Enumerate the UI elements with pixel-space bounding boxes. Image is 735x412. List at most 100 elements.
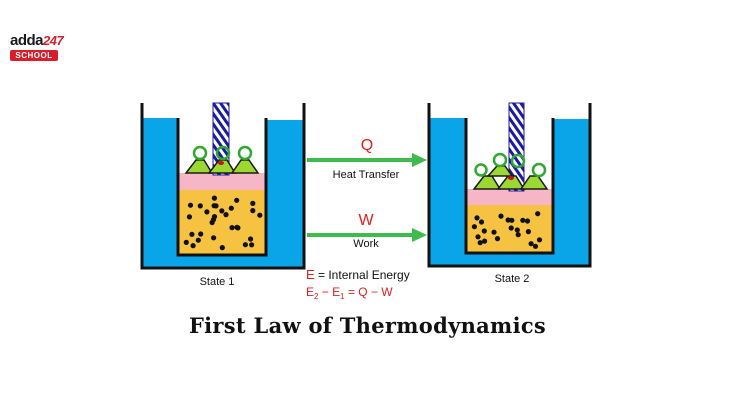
gas-particle bbox=[187, 202, 194, 208]
state2-outer-wall bbox=[427, 103, 592, 268]
gas-particle bbox=[475, 234, 481, 240]
gas-particle bbox=[482, 238, 488, 244]
eq-e1: E bbox=[332, 285, 340, 299]
w-label: W bbox=[358, 212, 374, 229]
gas-particle bbox=[228, 205, 234, 211]
gas-particle bbox=[234, 224, 240, 230]
gas-particle bbox=[204, 209, 210, 215]
gas-particle bbox=[250, 200, 256, 206]
arrowhead bbox=[412, 228, 427, 242]
state1-outer-wall bbox=[140, 103, 306, 270]
gas-particle bbox=[525, 229, 532, 235]
weight bbox=[184, 159, 214, 174]
work-label: Work bbox=[353, 238, 379, 250]
state1-container bbox=[140, 102, 306, 270]
energy-definition: E = Internal Energy bbox=[306, 267, 410, 282]
gas-particle bbox=[248, 236, 254, 242]
arrowhead bbox=[412, 153, 427, 167]
weight bbox=[496, 175, 526, 190]
gas-particle bbox=[195, 237, 201, 243]
gas-particle bbox=[514, 227, 520, 233]
gas-particle bbox=[532, 243, 539, 249]
weight-ring bbox=[192, 145, 208, 161]
gas-particle bbox=[520, 217, 526, 223]
weight-ring bbox=[215, 145, 231, 161]
diagram-title: First Law of Thermodynamics bbox=[188, 313, 547, 338]
state2-water-right bbox=[553, 119, 590, 266]
gas-particle bbox=[198, 231, 204, 237]
gas-particle bbox=[471, 224, 477, 230]
work-arrow bbox=[307, 228, 427, 242]
state2-container bbox=[427, 102, 592, 268]
gas-particle bbox=[234, 197, 240, 203]
brand-badge: SCHOOL bbox=[10, 50, 58, 61]
gas-particle bbox=[498, 213, 504, 219]
gas-particle bbox=[211, 214, 218, 220]
state1-water-bottom bbox=[142, 255, 304, 268]
gas-particle bbox=[478, 219, 485, 225]
brand-number: 247 bbox=[43, 33, 64, 48]
energy-symbol: E bbox=[306, 267, 315, 282]
gas-particle bbox=[186, 214, 192, 220]
eq-sub2: 2 bbox=[314, 292, 319, 301]
weight-ring bbox=[492, 152, 508, 168]
gas-particle bbox=[213, 203, 219, 209]
weight-ring bbox=[237, 145, 253, 161]
state2-label: State 2 bbox=[495, 273, 530, 285]
gas-particle bbox=[211, 195, 217, 201]
state1-inner-wall bbox=[176, 118, 268, 257]
state2-gas-particles bbox=[471, 211, 543, 249]
state1-weights bbox=[184, 145, 260, 174]
state1-label: State 1 bbox=[200, 276, 235, 288]
gas-particle bbox=[229, 225, 235, 231]
eq-e2: E bbox=[306, 285, 314, 299]
weight bbox=[472, 175, 502, 190]
gas-particle bbox=[223, 212, 229, 218]
gas-particle bbox=[528, 241, 534, 247]
energy-def-text: = Internal Energy bbox=[315, 268, 410, 282]
heat-arrow bbox=[307, 153, 427, 167]
state2-piston bbox=[466, 189, 553, 205]
brand-name: adda bbox=[10, 32, 44, 49]
gas-particle bbox=[515, 232, 521, 238]
gas-particle bbox=[250, 208, 256, 214]
weight bbox=[230, 159, 260, 174]
weight-mark bbox=[508, 176, 514, 180]
weight-ring bbox=[510, 153, 526, 169]
state2-piston-rod bbox=[508, 102, 525, 192]
first-law-equation: E2 − E1 = Q − W bbox=[306, 285, 393, 301]
gas-particle bbox=[219, 245, 225, 251]
state1-piston bbox=[178, 173, 266, 190]
gas-particle bbox=[535, 211, 541, 217]
q-label: Q bbox=[361, 137, 373, 154]
gas-particle bbox=[257, 212, 263, 218]
weight bbox=[519, 175, 549, 190]
eq-rest: = Q − W bbox=[345, 285, 394, 299]
state1-gas-particles bbox=[183, 195, 263, 251]
state1-water-left bbox=[142, 118, 178, 268]
weight bbox=[486, 165, 514, 177]
state2-weights bbox=[472, 152, 549, 190]
state2-water-left bbox=[429, 118, 466, 266]
gas-particle bbox=[536, 237, 543, 243]
gas-particle bbox=[509, 217, 515, 223]
weight-ring bbox=[474, 163, 488, 177]
weight-ring bbox=[531, 162, 547, 178]
weight bbox=[207, 159, 237, 174]
gas-particle bbox=[491, 229, 497, 235]
weight-mark bbox=[218, 161, 224, 165]
gas-particle bbox=[189, 231, 195, 237]
state2-water-bottom bbox=[429, 253, 590, 266]
gas-particle bbox=[197, 203, 203, 209]
state1-water-right bbox=[266, 120, 304, 268]
gas-particle bbox=[508, 225, 514, 231]
gas-particle bbox=[242, 242, 248, 248]
eq-minus: − bbox=[318, 285, 332, 299]
gas-particle bbox=[474, 215, 480, 221]
brand-logo: adda247 SCHOOL bbox=[10, 33, 66, 61]
eq-sub1: 1 bbox=[340, 292, 345, 301]
gas-particle bbox=[481, 228, 487, 234]
state2-inner-wall bbox=[464, 118, 555, 255]
gas-particle bbox=[524, 218, 531, 224]
